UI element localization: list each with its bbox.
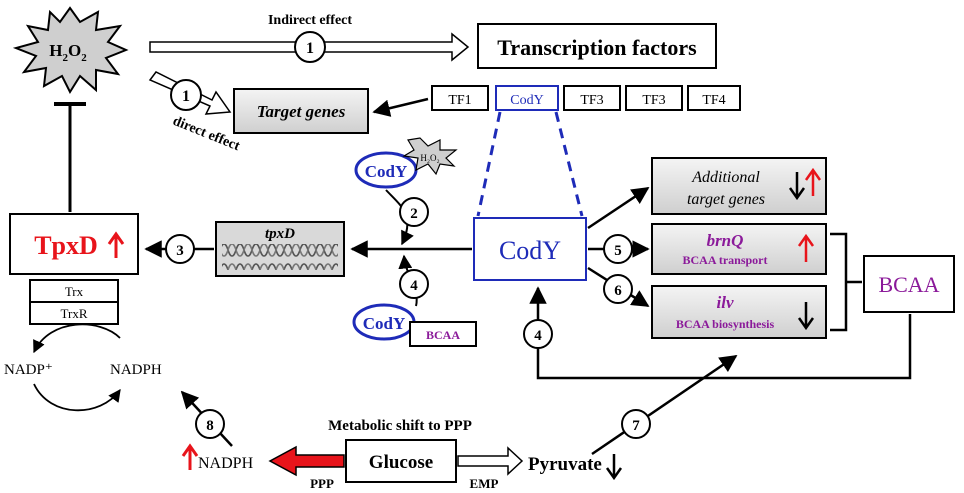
- up-arrow-icon: [107, 231, 125, 258]
- step-number: 3: [176, 243, 184, 259]
- step-circle: [170, 79, 202, 111]
- cody-tf-box: [495, 85, 559, 111]
- svg-text:brnQ: brnQ: [707, 231, 744, 250]
- step-circle: [165, 234, 195, 264]
- step-circle: [603, 234, 633, 264]
- tf3b-box: [625, 85, 683, 111]
- down-arrow-icon: [788, 172, 806, 201]
- zoom-line-left: [476, 111, 502, 217]
- indirect-effect-arrow: Indirect effect 1: [149, 13, 470, 63]
- svg-text:CodY: CodY: [499, 236, 561, 265]
- inhibition-line: [54, 102, 86, 212]
- up-arrow-icon: [804, 167, 822, 196]
- svg-text:TF3: TF3: [580, 93, 603, 108]
- svg-text:Target genes: Target genes: [257, 102, 346, 121]
- svg-text:CodY: CodY: [365, 162, 408, 181]
- svg-text:Trx: Trx: [65, 284, 84, 299]
- tpxd-protein-box: TpxD: [9, 213, 139, 275]
- down-arrow-icon: [797, 302, 815, 331]
- cody-center-box: CodY: [473, 217, 587, 281]
- pyruvate-to-bcaa-arrow: [591, 354, 738, 456]
- down-arrow-icon: [605, 454, 623, 481]
- step-circle: [621, 409, 651, 439]
- step-circle: [399, 197, 429, 227]
- svg-text:Glucose: Glucose: [369, 452, 433, 473]
- glucose-box: Glucose: [345, 439, 457, 483]
- h2o2-small-label: H₂O₂: [420, 153, 439, 163]
- transcription-factors-box: Transcription factors: [477, 23, 717, 69]
- up-arrow-icon: [797, 233, 815, 262]
- svg-text:CodY: CodY: [510, 93, 543, 108]
- trx-box: Trx: [29, 279, 119, 303]
- tpxd-gene-box: tpxD: [215, 221, 345, 277]
- step-number: 4: [410, 278, 418, 294]
- nadph-bottom-label: NADPH: [198, 455, 254, 472]
- svg-text:TpxD: TpxD: [34, 231, 98, 260]
- svg-text:tpxD: tpxD: [265, 226, 295, 242]
- svg-text:target genes: target genes: [687, 191, 765, 208]
- tf-to-target-arrow: [372, 97, 429, 117]
- svg-text:Additional: Additional: [691, 169, 760, 186]
- svg-text:CodY: CodY: [363, 314, 406, 333]
- step-number: 1: [306, 40, 314, 57]
- tf4-box: [687, 85, 741, 111]
- bcaa-box: BCAA: [863, 255, 955, 313]
- emp-label: EMP: [470, 476, 499, 491]
- ppp-label: PPP: [310, 476, 334, 491]
- nadp-label: NADP⁺: [4, 362, 53, 378]
- svg-text:BCAA biosynthesis: BCAA biosynthesis: [676, 317, 775, 331]
- zoom-line-right: [554, 111, 584, 217]
- target-genes-box: Target genes: [233, 88, 369, 134]
- step-number: 5: [614, 243, 622, 259]
- h2o2-burst: H2O2: [12, 6, 129, 95]
- step-circle: [603, 274, 633, 304]
- up-arrow-icon: [181, 443, 199, 470]
- bcaa-bracket: [830, 232, 862, 332]
- step-circle: [294, 31, 326, 63]
- step-number: 2: [410, 206, 418, 222]
- direct-effect-arrow: 1 direct effect: [148, 71, 243, 155]
- tf-row: TF1 CodY TF3 TF3 TF4: [431, 85, 741, 111]
- pyruvate-label: Pyruvate: [528, 454, 602, 475]
- brnq-box: brnQ BCAA transport: [651, 223, 827, 275]
- nadp-cycle: NADP⁺ NADPH: [4, 323, 162, 412]
- svg-text:BCAA: BCAA: [426, 328, 460, 342]
- nadph-cycle-label: NADPH: [110, 362, 162, 378]
- direct-effect-label: direct effect: [171, 114, 243, 155]
- step-number: 1: [182, 88, 190, 105]
- cody-bcaa-complex: CodY BCAA: [352, 303, 477, 347]
- svg-text:TrxR: TrxR: [61, 306, 88, 321]
- step-circle: [399, 269, 429, 299]
- step-number: 4: [534, 328, 542, 344]
- svg-text:TF4: TF4: [702, 93, 725, 108]
- svg-text:TF3: TF3: [642, 93, 665, 108]
- step-number: 8: [206, 418, 214, 434]
- additional-target-genes-box: Additional target genes: [651, 157, 827, 215]
- svg-text:ilv: ilv: [717, 293, 734, 312]
- ppp-arrow: PPP: [268, 445, 345, 491]
- emp-arrow: EMP: [457, 446, 524, 491]
- cody-to-additional-arrow: [587, 186, 650, 230]
- step-circle: [195, 409, 225, 439]
- tf3-box: [563, 85, 621, 111]
- step-number: 6: [614, 283, 622, 299]
- svg-text:Transcription factors: Transcription factors: [497, 35, 697, 60]
- tf1-box: [431, 85, 489, 111]
- svg-text:BCAA: BCAA: [878, 272, 939, 297]
- trxr-box: TrxR: [29, 301, 119, 325]
- indirect-effect-label: Indirect effect: [268, 13, 352, 28]
- step-number: 7: [632, 418, 640, 434]
- ilv-box: ilv BCAA biosynthesis: [651, 285, 827, 339]
- cody-h2o2-complex: CodY H₂O₂: [354, 137, 458, 189]
- step-circle: [523, 319, 553, 349]
- h2o2-label: H2O2: [49, 41, 87, 64]
- svg-text:TF1: TF1: [448, 93, 471, 108]
- metabolic-shift-label: Metabolic shift to PPP: [328, 418, 472, 434]
- svg-text:BCAA transport: BCAA transport: [682, 253, 767, 267]
